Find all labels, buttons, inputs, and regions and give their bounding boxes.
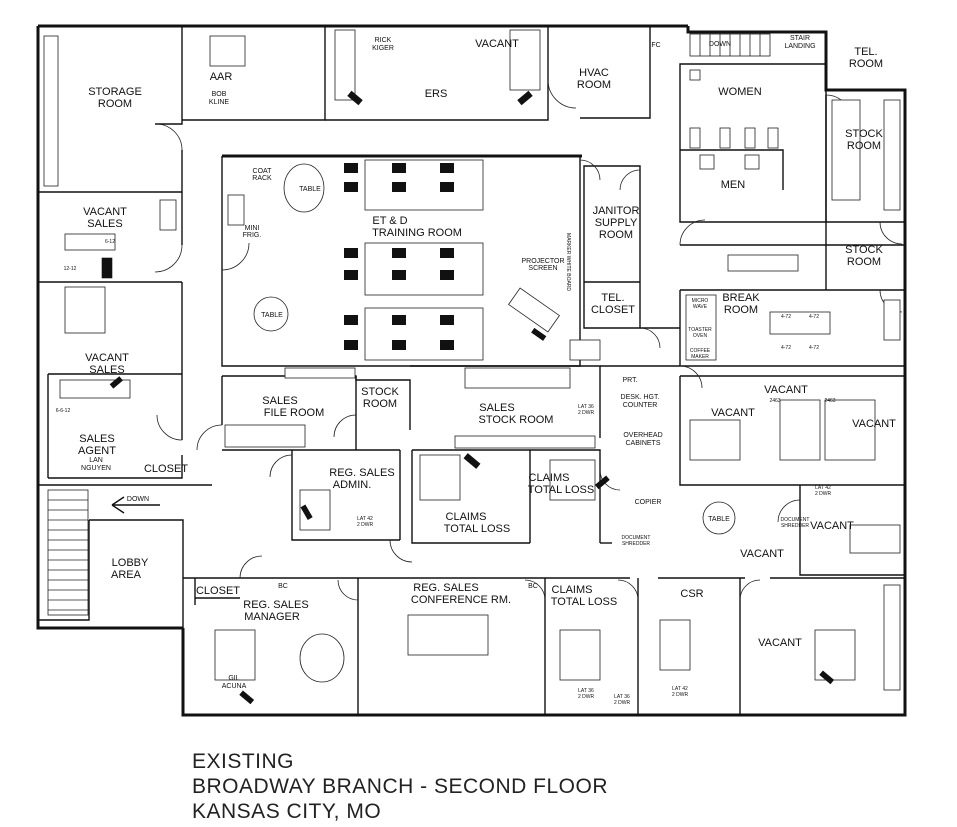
label-vacant-top: VACANT (475, 38, 519, 50)
note-sm2: 12-12 (64, 266, 77, 272)
note-table-3: TABLE (708, 516, 730, 523)
note-marker: MARKER WHITE BOARD (565, 233, 571, 291)
note-copier: COPIER (635, 499, 662, 506)
training-desks (344, 159, 484, 361)
stairs (47, 33, 771, 616)
note-sm5: 2463 (824, 398, 835, 404)
note-sm8: 4-72 (781, 345, 791, 351)
label-tel-room: TEL.ROOM (849, 46, 883, 70)
note-sm1: 6-12 (105, 239, 115, 245)
label-aar: AAR (210, 71, 233, 83)
label-vacant-r4: VACANT (810, 520, 854, 532)
note-table-1: TABLE (299, 186, 321, 193)
label-vacant-r3: VACANT (852, 418, 896, 430)
tables (253, 163, 831, 683)
note-down-left: DOWN (127, 496, 149, 503)
shelving (43, 35, 901, 691)
label-men: MEN (721, 179, 746, 191)
desks (59, 29, 901, 681)
note-bc1: BC (278, 583, 288, 590)
label-vacant-r5: VACANT (740, 548, 784, 560)
note-prt: PRT. (622, 377, 637, 384)
label-tel-closet: TEL.CLOSET (591, 292, 635, 316)
note-table-2: TABLE (261, 312, 283, 319)
note-fc: FC (651, 42, 660, 49)
label-vacant-r2: VACANT (711, 407, 755, 419)
title-line-city: KANSAS CITY, MO (192, 800, 382, 823)
title-line-existing: EXISTING (192, 750, 295, 773)
label-closet-left: CLOSET (144, 463, 188, 475)
title-line-branch: BROADWAY BRANCH - SECOND FLOOR (192, 775, 608, 798)
note-sm4: 2463 (769, 398, 780, 404)
label-women: WOMEN (718, 86, 761, 98)
note-sm7: 4-72 (809, 314, 819, 320)
label-csr: CSR (680, 588, 703, 600)
label-closet-bottom: CLOSET (196, 585, 240, 597)
label-vacant-r6: VACANT (758, 637, 802, 649)
note-down-top: DOWN (709, 41, 731, 48)
note-sm6: 4-72 (781, 314, 791, 320)
restroom-fixtures (689, 69, 779, 170)
dark-marks (101, 90, 835, 705)
walls (36, 24, 907, 717)
note-desk-counter: DESK. HGT.COUNTER (621, 394, 660, 409)
note-sm3: 6-6-12 (56, 408, 71, 414)
note-bc2: BC (528, 583, 538, 590)
label-ers: ERS (425, 88, 448, 100)
note-sm9: 4-72 (809, 345, 819, 351)
label-vacant-r1: VACANT (764, 384, 808, 396)
